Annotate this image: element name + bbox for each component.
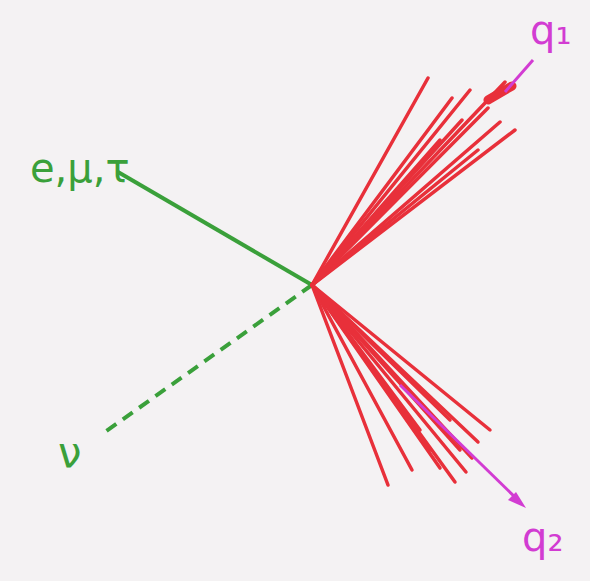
neutrino-label: ν — [58, 430, 81, 476]
neutrino-track — [105, 285, 312, 432]
quark-direction — [400, 60, 533, 508]
lepton-track — [118, 172, 312, 285]
lepton-label: e,μ,τ — [30, 146, 130, 190]
jet-one — [312, 78, 515, 285]
quark-label: q₂ — [522, 515, 563, 559]
quark-label: q₁ — [530, 8, 571, 52]
